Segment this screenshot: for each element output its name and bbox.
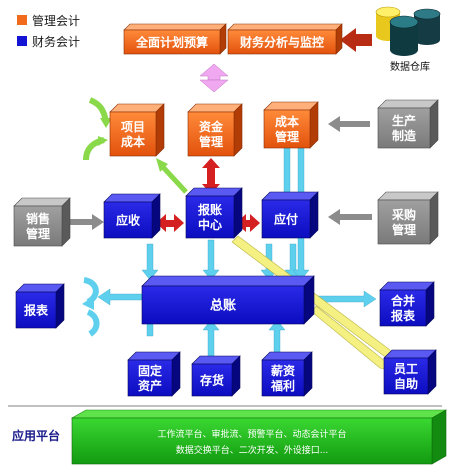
box-sales-label: 销售 (26, 211, 50, 226)
arrow-cyan-curve-bottom (86, 309, 100, 337)
platform-line-1: 工作流平台、审批流、预警平台、动态会计平台 (157, 428, 346, 440)
box-cost-mgmt-label: 成本 (275, 114, 299, 129)
boxes-layer: 全面计划预算财务分析与监控项目成本资金管理成本管理生产制造销售管理应收报账中心应… (13, 23, 439, 397)
box-production-label: 生产 (392, 113, 416, 128)
box-sales-label: 管理 (26, 226, 50, 241)
box-reports-label: 报表 (24, 302, 49, 317)
box-analysis: 财务分析与监控 (227, 23, 343, 55)
datawarehouse-label: 数据仓库 (390, 60, 430, 73)
box-payroll-label: 福利 (270, 378, 295, 393)
legend-label-management: 管理会计 (32, 13, 80, 28)
box-employee-self-label: 自助 (394, 376, 418, 391)
legend-swatch-orange (17, 15, 27, 25)
arrow-receivable-expense (156, 214, 184, 232)
box-analysis-label: 财务分析与监控 (239, 34, 324, 49)
platform-line-2: 数据交换平台、二次开发、外设接口... (176, 444, 329, 456)
box-purchase-label: 管理 (392, 222, 416, 237)
box-planning: 全面计划预算 (123, 23, 227, 55)
legend-label-finance: 财务会计 (32, 34, 80, 49)
box-fixed-assets-label: 资产 (138, 378, 162, 393)
box-production-label: 制造 (392, 128, 417, 143)
box-project-cost-label: 成本 (121, 134, 145, 149)
platform-title: 应用平台 (12, 428, 60, 443)
legend-swatch-blue (17, 36, 27, 46)
box-payable-label: 应付 (274, 211, 298, 226)
box-consolidated-label: 合并 (391, 293, 415, 308)
box-inventory-label: 存货 (199, 372, 224, 387)
arrow-planning-expense (199, 63, 229, 93)
box-expense-center-label: 中心 (198, 217, 222, 232)
datawarehouse-icon: 数据仓库 (375, 6, 441, 73)
box-receivable-label: 应收 (116, 212, 140, 227)
gray-arrows (68, 116, 372, 230)
arrow-cyan-curve-top (83, 277, 99, 305)
arrow-expense-project (160, 164, 188, 194)
cyan-arrows (97, 147, 377, 361)
box-payroll-label: 薪资 (271, 363, 295, 378)
box-ledger-label: 总账 (210, 298, 236, 314)
box-cost-mgmt-label: 管理 (275, 129, 299, 144)
box-expense-center-label: 报账 (198, 202, 222, 217)
box-project-cost-label: 项目 (121, 120, 145, 134)
box-fund-mgmt-label: 管理 (199, 134, 223, 149)
legend-item-management: 管理会计 (17, 13, 80, 28)
arrow-warehouse-analysis (340, 28, 372, 52)
box-fixed-assets-label: 固定 (138, 363, 162, 378)
legend-item-finance: 财务会计 (17, 34, 80, 49)
platform: 应用平台 工作流平台、审批流、预警平台、动态会计平台 数据交换平台、二次开发、外… (12, 409, 448, 465)
box-consolidated-label: 报表 (391, 308, 416, 323)
box-fund-mgmt-label: 资金 (199, 119, 224, 134)
box-reports: 报表 (15, 283, 65, 329)
box-employee-self-label: 员工 (394, 362, 418, 376)
box-inventory: 存货 (191, 355, 241, 397)
box-receivable: 应收 (103, 193, 161, 239)
box-planning-label: 全面计划预算 (135, 34, 208, 49)
box-ledger: 总账 (141, 275, 315, 325)
platform-slab (71, 417, 433, 465)
box-purchase-label: 采购 (391, 207, 416, 222)
legend: 管理会计 财务会计 (17, 13, 80, 49)
box-payable: 应付 (261, 191, 319, 239)
